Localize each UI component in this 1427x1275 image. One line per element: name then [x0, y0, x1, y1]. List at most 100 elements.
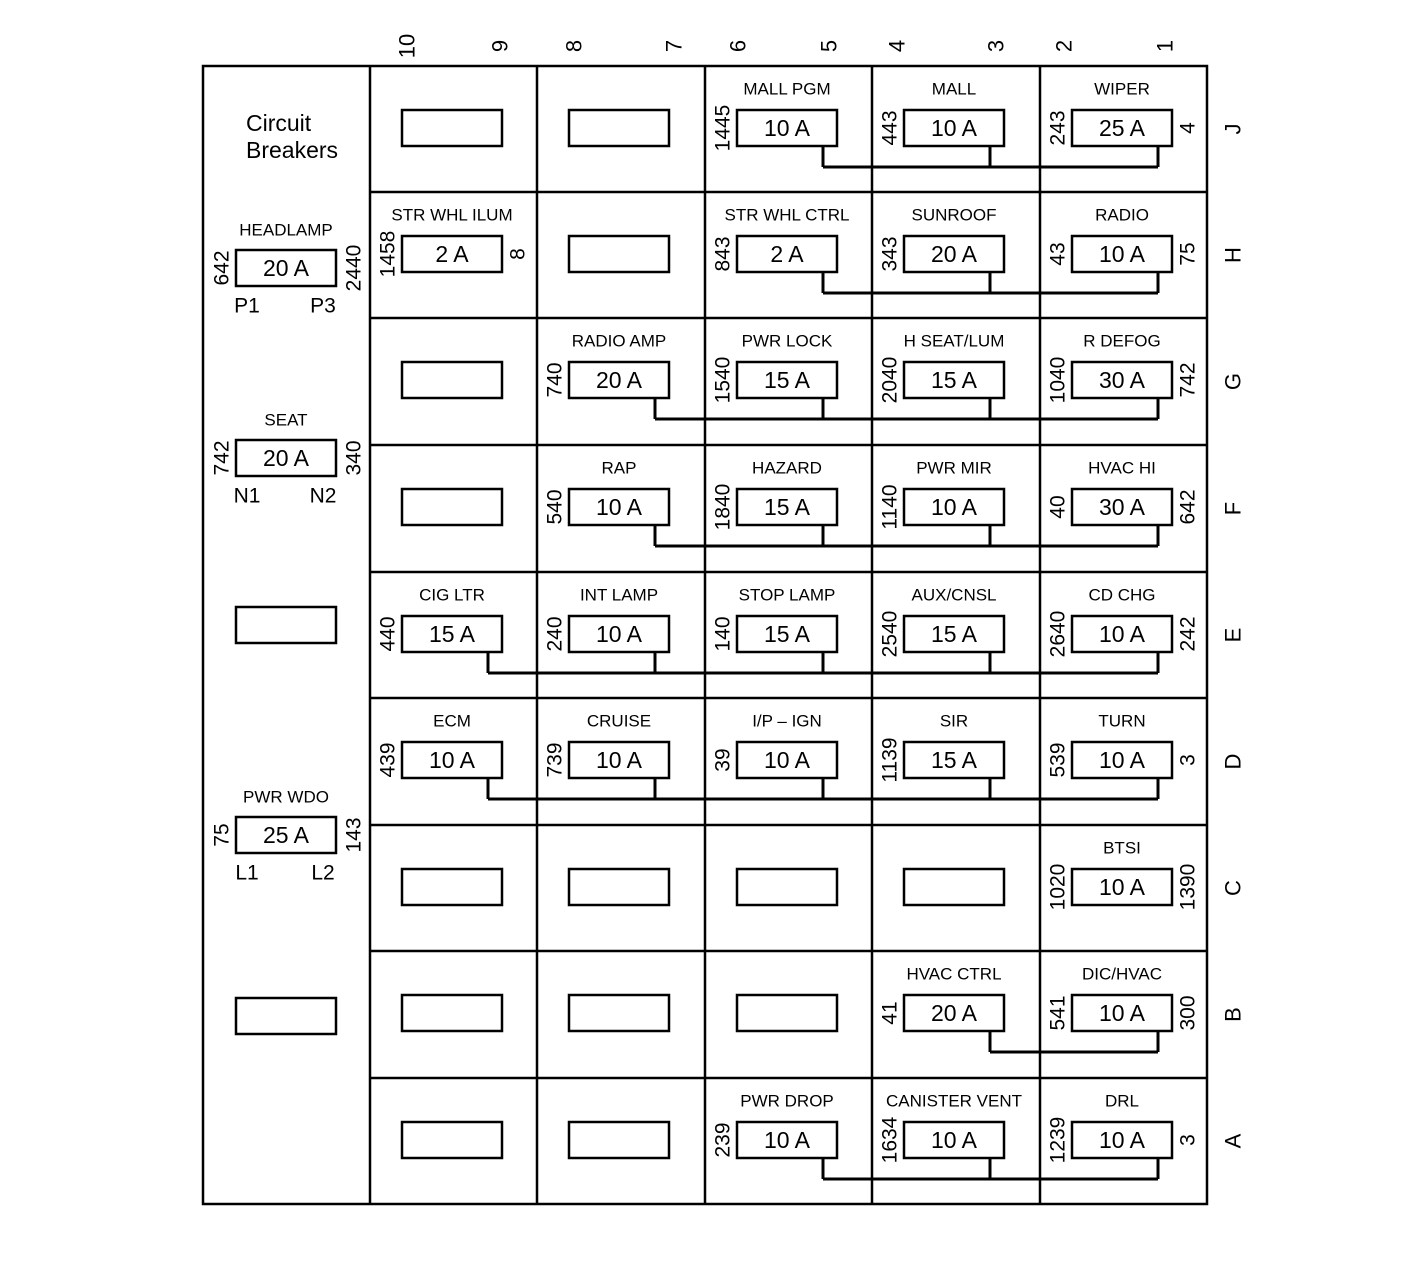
- fuse-name: HVAC HI: [1088, 459, 1156, 478]
- fuse-box: [400, 108, 504, 148]
- fuse-box: [567, 234, 671, 274]
- breaker-circuit-right: 2440: [343, 245, 366, 292]
- fuse-circuit-right: 300: [1177, 995, 1200, 1030]
- fuse-circuit-left: 40: [1047, 495, 1070, 518]
- fuse-box: [902, 108, 1006, 148]
- circuit-breaker: [234, 605, 338, 645]
- fuse-circuit-left: 240: [544, 616, 567, 651]
- fuse-circuit-left: 1540: [712, 357, 735, 404]
- title-line-1: Circuit: [246, 110, 312, 136]
- fuse-circuit-left: 541: [1047, 995, 1070, 1030]
- breaker-circuit-left: 642: [211, 250, 234, 285]
- fuse-name: I/P – IGN: [752, 712, 822, 731]
- fuse-box: [567, 1120, 671, 1160]
- fuse-box: [567, 614, 671, 654]
- column-label: 4: [885, 40, 910, 52]
- fuse-rating: 2 A: [435, 241, 469, 267]
- row-label: H: [1221, 247, 1246, 263]
- fuse-rating: 15 A: [931, 621, 978, 647]
- fuse-box: [902, 360, 1006, 400]
- fuse-circuit-right: 3: [1177, 1134, 1200, 1146]
- fuse-name: SIR: [940, 712, 968, 731]
- fuse-circuit-left: 2640: [1047, 611, 1070, 658]
- fuse-name: WIPER: [1094, 80, 1150, 99]
- breaker-box: [234, 996, 338, 1036]
- fuse-rating: 10 A: [596, 621, 643, 647]
- bus-bar: [821, 1158, 1160, 1181]
- fuse-box: [735, 1120, 839, 1160]
- fuse-rating: 25 A: [1099, 115, 1146, 141]
- fuse-rating: 15 A: [764, 621, 811, 647]
- fuse-name: HVAC CTRL: [906, 965, 1001, 984]
- fuse-rating: 10 A: [1099, 241, 1146, 267]
- fuse-box: [400, 234, 504, 274]
- breaker-pin-left: L1: [235, 862, 258, 885]
- fuse-rating: 20 A: [596, 367, 643, 393]
- fuse-name: CANISTER VENT: [886, 1092, 1022, 1111]
- fuse-circuit-left: 843: [712, 236, 735, 271]
- fuse-name: CIG LTR: [419, 586, 485, 605]
- fuse-box: [400, 1120, 504, 1160]
- fuse-box: [1070, 993, 1174, 1033]
- column-label: 10: [395, 34, 420, 58]
- fuse-box: [902, 487, 1006, 527]
- fuse-circuit-left: 43: [1047, 242, 1070, 265]
- fuse-rating: 10 A: [1099, 747, 1146, 773]
- fuse-box: [1070, 108, 1174, 148]
- fuse-box: [400, 487, 504, 527]
- row-label: D: [1221, 754, 1246, 770]
- title-line-2: Breakers: [246, 137, 338, 163]
- bus-bar: [821, 272, 1160, 295]
- fuse-box: [567, 487, 671, 527]
- fuse-circuit-right: 1390: [1177, 864, 1200, 911]
- fuse-box: [1070, 360, 1174, 400]
- fuse-name: CD CHG: [1088, 586, 1155, 605]
- fuse-circuit-left: 1239: [1047, 1117, 1070, 1164]
- fuse-rating: 30 A: [1099, 494, 1146, 520]
- fuse-name: PWR LOCK: [742, 332, 833, 351]
- fuse-name: RADIO AMP: [572, 332, 666, 351]
- fuse-box: [1070, 1120, 1174, 1160]
- fuse-box: [400, 614, 504, 654]
- fuse-name: STOP LAMP: [739, 586, 836, 605]
- column-label: 8: [562, 40, 587, 52]
- fuse-circuit-left: 140: [712, 616, 735, 651]
- fuse-name: MALL: [932, 80, 976, 99]
- fuse-circuit-left: 1040: [1047, 357, 1070, 404]
- fuse-box: [1070, 867, 1174, 907]
- fuse-box: [400, 740, 504, 780]
- fuse-name: STR WHL CTRL: [725, 206, 850, 225]
- fuse-circuit-right: 4: [1177, 122, 1200, 134]
- fuse-circuit-left: 443: [879, 110, 902, 145]
- fuse-name: PWR MIR: [916, 459, 992, 478]
- fuse-rating: 15 A: [764, 367, 811, 393]
- fuse-circuit-left: 739: [544, 742, 567, 777]
- fuse-cell: STOP LAMP 15 A 140: [712, 586, 839, 654]
- breaker-circuit-right: 143: [343, 817, 366, 852]
- fuse-box: [400, 867, 504, 907]
- bus-bar: [486, 778, 1160, 801]
- fuse-name: SUNROOF: [912, 206, 997, 225]
- fuse-box: [735, 360, 839, 400]
- row-label: C: [1221, 880, 1246, 896]
- fuse-circuit-left: 439: [377, 742, 400, 777]
